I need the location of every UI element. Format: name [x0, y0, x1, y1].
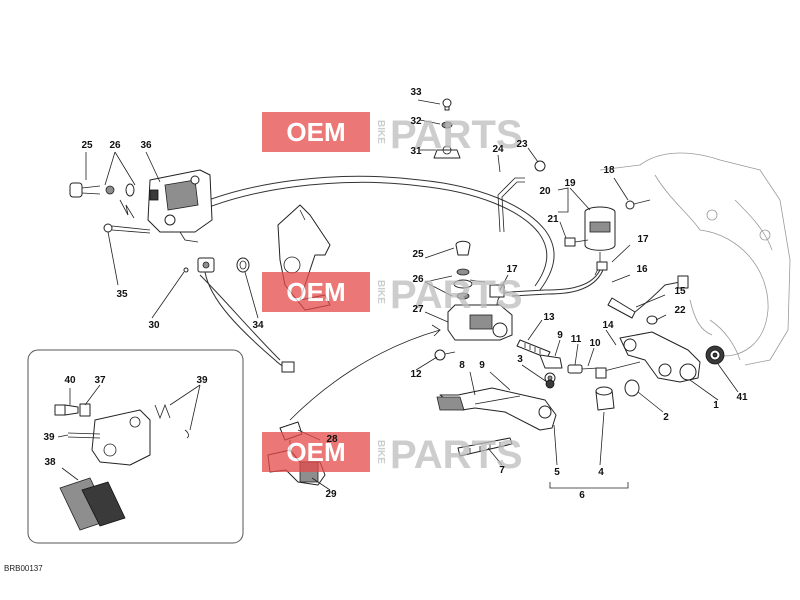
- callout-label: 22: [674, 305, 686, 316]
- callout-label: 12: [410, 369, 422, 380]
- drawing-code: BRB00137: [4, 564, 43, 573]
- callout-label: 41: [736, 392, 748, 403]
- reservoir-hose: [496, 269, 601, 311]
- master-cylinder-27: [447, 284, 513, 341]
- pivot-bolt-7: [457, 437, 513, 457]
- brake-pedal-8: [436, 387, 557, 431]
- callout-label: 30: [148, 320, 160, 331]
- inset-caliper: [91, 409, 151, 466]
- clamp-17a: [596, 261, 608, 271]
- callout-label: 1: [713, 400, 719, 411]
- callout-label: 28: [326, 434, 338, 445]
- callout-label: 17: [506, 264, 518, 275]
- watermark-bottom: OEM BIKE PARTS: [262, 432, 523, 477]
- callout-label: 32: [410, 116, 422, 127]
- inset-box: [27, 349, 244, 544]
- callout-label: 2: [663, 412, 669, 423]
- callout-label: 25: [81, 140, 93, 151]
- callout-label: 5: [554, 467, 560, 478]
- callout-label: 15: [674, 286, 686, 297]
- nut-23: [534, 160, 546, 172]
- washer-22: [646, 315, 658, 325]
- callout-label: 9: [479, 360, 485, 371]
- bleed-screw-25: [69, 182, 101, 198]
- inset-bolt-37-40: [54, 403, 91, 417]
- banjo-bolt-25: [455, 240, 471, 256]
- callout-label: 17: [637, 234, 649, 245]
- callout-label: 26: [109, 140, 121, 151]
- bolt-18: [625, 199, 651, 210]
- bolt-11-10: [567, 364, 599, 374]
- callout-label: 16: [636, 264, 648, 275]
- callout-label: 6: [579, 490, 585, 501]
- svg-text:OEM: OEM: [286, 117, 345, 147]
- callout-label: 3: [517, 354, 523, 365]
- callout-label: 11: [571, 334, 582, 345]
- watermark-top: OEM BIKE PARTS: [262, 112, 523, 157]
- callout-label: 39: [196, 375, 208, 386]
- brake-switch-15: [607, 275, 689, 319]
- svg-text:OEM: OEM: [286, 277, 345, 307]
- fluid-reservoir: [584, 206, 616, 276]
- callout-label: 31: [410, 146, 422, 157]
- leader-lines: [57, 99, 739, 491]
- bolt-3: [545, 379, 555, 389]
- callout-label: 38: [44, 457, 56, 468]
- bolt-35: [103, 223, 151, 234]
- callout-label: 7: [499, 465, 505, 476]
- callout-label: 27: [412, 304, 424, 315]
- svg-text:BIKE: BIKE: [375, 120, 386, 144]
- inset-pin-39: [67, 403, 189, 439]
- caps-26: [105, 183, 135, 197]
- callout-labels: 1 2 3 4 5 6 7 8 9 9 10 11 12 13 14 15 16…: [43, 87, 748, 501]
- callout-label: 21: [547, 214, 559, 225]
- callout-label: 4: [598, 467, 604, 478]
- callout-label: 33: [410, 87, 422, 98]
- callout-label: 34: [252, 320, 264, 331]
- spring-pin: [119, 199, 135, 219]
- svg-text:PARTS: PARTS: [390, 113, 523, 157]
- callout-label: 24: [492, 144, 504, 155]
- svg-text:BIKE: BIKE: [375, 440, 386, 464]
- callout-label: 39: [43, 432, 55, 443]
- pointer-arc: [289, 324, 441, 421]
- svg-text:PARTS: PARTS: [390, 273, 523, 317]
- callout-label: 13: [543, 312, 555, 323]
- clevis-9: [539, 354, 563, 384]
- callout-label: 37: [94, 375, 106, 386]
- callout-label: 29: [325, 489, 337, 500]
- bushing-2: [624, 379, 640, 397]
- callout-label: 9: [557, 330, 563, 341]
- bushing-4: [595, 386, 615, 411]
- callout-label: 14: [602, 320, 614, 331]
- hose-bracket-24: [497, 177, 525, 233]
- callout-label: 19: [564, 178, 576, 189]
- callout-label: 25: [412, 249, 424, 260]
- callout-label: 36: [140, 140, 152, 151]
- svg-text:BIKE: BIKE: [375, 280, 386, 304]
- sensor-30: [183, 257, 295, 373]
- washer-34: [236, 257, 250, 273]
- pedal-bracket-14: [595, 331, 701, 383]
- reservoir-bolt-21: [564, 237, 589, 247]
- engine-case-outline: [599, 152, 791, 366]
- watermark-middle: OEM BIKE PARTS: [262, 272, 523, 317]
- callout-label: 20: [539, 186, 551, 197]
- washers-26: [453, 268, 486, 300]
- svg-text:PARTS: PARTS: [390, 433, 523, 477]
- rear-caliper: [147, 169, 213, 243]
- inset-pads-38: [59, 477, 126, 531]
- spring-41: [705, 345, 725, 365]
- bolt-12: [434, 349, 456, 361]
- svg-text:OEM: OEM: [286, 437, 345, 467]
- banjo-top: [433, 98, 461, 159]
- callout-label: 8: [459, 360, 465, 371]
- callout-label: 23: [516, 139, 528, 150]
- callout-label: 35: [116, 289, 128, 300]
- callout-label: 40: [64, 375, 76, 386]
- callout-label: 18: [603, 165, 615, 176]
- callout-label: 26: [412, 274, 424, 285]
- callout-label: 10: [589, 338, 601, 349]
